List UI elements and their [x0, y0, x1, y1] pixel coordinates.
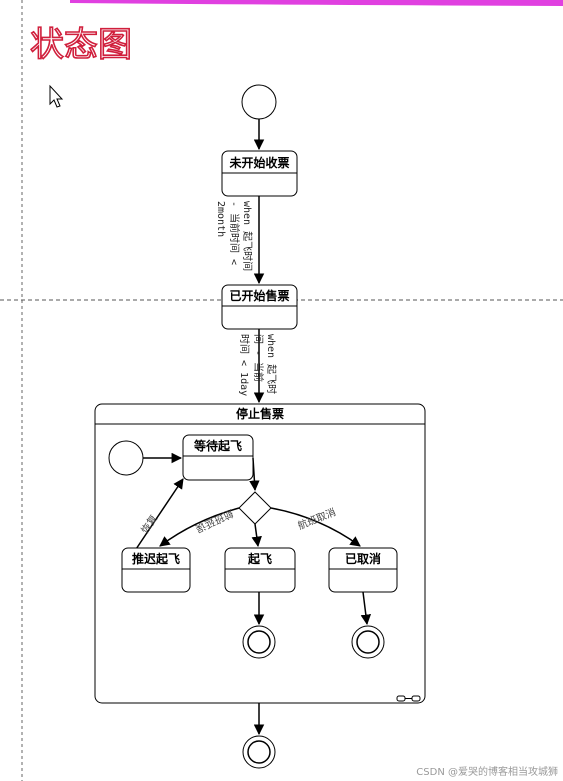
state-takeoff[interactable]: 起飞 [224, 547, 296, 593]
state-not-started-label: 未开始收票 [228, 155, 289, 170]
transition-2-guard: when 起飞时 间 - 当前 时间 < 1day [238, 334, 277, 396]
state-delayed[interactable]: 推迟起飞 [121, 547, 191, 593]
inner-initial-state-node[interactable] [108, 440, 144, 476]
composite-state-icon [396, 695, 421, 702]
state-takeoff-label: 起飞 [247, 551, 272, 566]
arrow-waiting-to-decision [249, 457, 260, 492]
svg-text:时间 < 1day: 时间 < 1day [238, 334, 251, 396]
initial-state-node[interactable] [241, 84, 277, 120]
watermark: CSDN @爱哭的博客相当攻城狮 [416, 765, 558, 778]
state-delayed-label: 推迟起飞 [132, 551, 180, 566]
arrow-cancelled-to-final [360, 591, 372, 626]
arrow-decision-to-takeoff [251, 523, 262, 548]
state-stopped-label: 停止售票 [236, 406, 284, 421]
top-accent-bar [70, 0, 563, 6]
state-not-started[interactable]: 未开始收票 [221, 150, 298, 197]
arrow-decision-to-delayed [159, 507, 240, 547]
mouse-cursor-icon [49, 84, 64, 108]
final-state-node-cancelled[interactable] [351, 625, 385, 659]
svg-text:- 当前时间 <: - 当前时间 < [228, 201, 241, 265]
svg-text:when 起飞时: when 起飞时 [265, 334, 277, 394]
final-state-node-takeoff[interactable] [242, 625, 276, 659]
transition-1-guard: when 起飞时间 - 当前时间 < 2month [215, 201, 254, 271]
arrow-decision-to-cancelled [270, 507, 361, 547]
state-started-label: 已开始售票 [229, 288, 289, 303]
state-cancelled[interactable]: 已取消 [328, 547, 398, 593]
final-state-node-outer[interactable] [242, 735, 276, 769]
state-cancelled-label: 已取消 [345, 551, 381, 566]
svg-text:2month: 2month [215, 201, 226, 237]
state-waiting[interactable]: 等待起飞 [182, 434, 254, 481]
svg-text:间 - 当前: 间 - 当前 [252, 334, 265, 382]
state-waiting-label: 等待起飞 [193, 438, 242, 453]
svg-text:when 起飞时间: when 起飞时间 [241, 201, 254, 271]
diagram-title: 状态图 [30, 25, 132, 65]
state-started[interactable]: 已开始售票 [221, 284, 298, 330]
